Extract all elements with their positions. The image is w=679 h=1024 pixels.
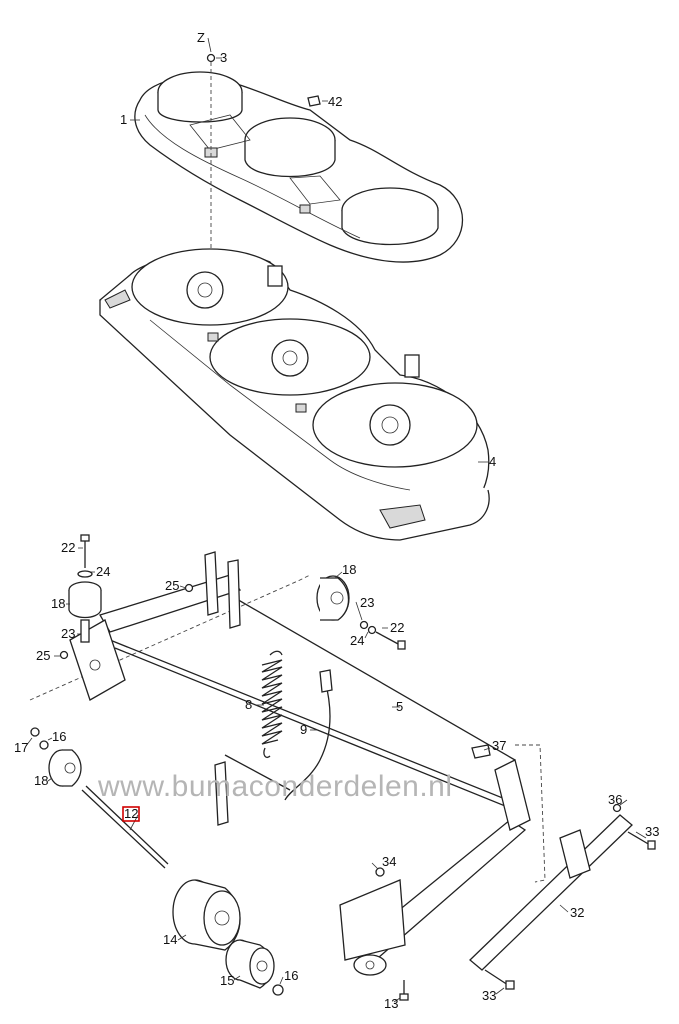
- washer-part-23-right: [359, 620, 369, 630]
- label-part-12: 12: [124, 806, 138, 821]
- watermark-text: www.bumaconderdelen.nl: [97, 770, 453, 803]
- label-part-22-right: 22: [390, 620, 404, 635]
- bolt-head-part-22-left: [80, 534, 90, 542]
- rear-rod: [234, 597, 516, 761]
- roller-part-18-left: [68, 581, 102, 619]
- arm-part-32: [469, 814, 633, 971]
- label-part-34: 34: [382, 854, 396, 869]
- leader-lines: [25, 37, 647, 1003]
- label-part-32: 32: [570, 905, 584, 920]
- label-part-36: 36: [608, 792, 622, 807]
- label-part-24-right: 24: [350, 633, 364, 648]
- label-part-24-left: 24: [96, 564, 110, 579]
- washer-part-3: [206, 53, 216, 63]
- label-part-1: 1: [120, 112, 127, 127]
- cable-part-9: [284, 679, 331, 801]
- label-part-3: 3: [220, 50, 227, 65]
- highlight-box-part-12: [122, 806, 140, 822]
- label-part-33-bottom: 33: [482, 988, 496, 1003]
- bolt-part-22-right: [375, 631, 401, 646]
- rod-part-5-top: [109, 639, 521, 806]
- cable-clip-part-9: [319, 669, 333, 693]
- label-part-23-left: 23: [61, 626, 75, 641]
- spacer-part-23-left: [80, 619, 90, 643]
- label-part-5: 5: [396, 699, 403, 714]
- axle-part-12-bottom: [85, 785, 169, 865]
- roller-part-18-lower: [48, 749, 82, 787]
- bolt-part-33-bottom: [484, 969, 509, 986]
- label-part-17: 17: [14, 740, 28, 755]
- label-part-8: 8: [245, 697, 252, 712]
- label-part-25-left: 25: [36, 648, 50, 663]
- washer-part-16-right: [272, 984, 284, 996]
- right-frame-rail: [339, 759, 531, 976]
- washer-part-24-left: [77, 570, 93, 578]
- label-part-9: 9: [300, 722, 307, 737]
- label-part-37: 37: [492, 738, 506, 753]
- axle-part-12-top: [81, 789, 166, 869]
- bolt-head-part-33-bottom: [505, 980, 515, 990]
- washer-part-17: [30, 727, 40, 737]
- bolt-head-part-13: [399, 993, 409, 1001]
- label-z: Z: [197, 30, 205, 45]
- label-part-33-right: 33: [645, 824, 659, 839]
- roller-part-15: [225, 939, 275, 989]
- label-part-15: 15: [220, 973, 234, 988]
- label-part-18-right: 18: [342, 562, 356, 577]
- label-part-16-right: 16: [284, 968, 298, 983]
- bolt-part-33-right: [627, 831, 651, 846]
- label-part-22-left: 22: [61, 540, 75, 555]
- nut-part-25-top: [184, 583, 194, 593]
- label-part-18-lower: 18: [34, 773, 48, 788]
- cutting-deck-part-4: [99, 248, 490, 541]
- reference-line-left: [29, 574, 311, 701]
- clip-part-37: [471, 744, 491, 759]
- nut-part-25-left: [59, 650, 69, 660]
- label-part-42: 42: [328, 94, 342, 109]
- label-part-13: 13: [384, 996, 398, 1011]
- label-part-4: 4: [489, 454, 496, 469]
- lever-plate: [214, 761, 229, 826]
- label-part-18-left: 18: [51, 596, 65, 611]
- label-part-25-top: 25: [165, 578, 179, 593]
- label-part-14: 14: [163, 932, 177, 947]
- washer-part-24-right: [367, 625, 377, 635]
- reference-bracket-37: [515, 744, 546, 883]
- part-labels: Z 3 42 1 4 22 24 18 23 25 25 18 23 22 24…: [14, 30, 659, 1011]
- bolt-head-part-22-right: [397, 640, 406, 650]
- roller-part-18-right: [316, 575, 350, 621]
- deck-cover-part-1: [134, 71, 463, 263]
- lever-link: [224, 754, 291, 791]
- label-part-23-right: 23: [360, 595, 374, 610]
- spring-part-8: [261, 650, 283, 759]
- washer-part-36: [612, 803, 622, 813]
- washer-part-34: [375, 867, 385, 877]
- roller-part-14: [172, 879, 241, 951]
- label-part-16-left: 16: [52, 729, 66, 744]
- clip-part-42: [307, 95, 321, 107]
- bolt-head-part-33-right: [647, 840, 656, 850]
- washer-part-16-left: [39, 740, 49, 750]
